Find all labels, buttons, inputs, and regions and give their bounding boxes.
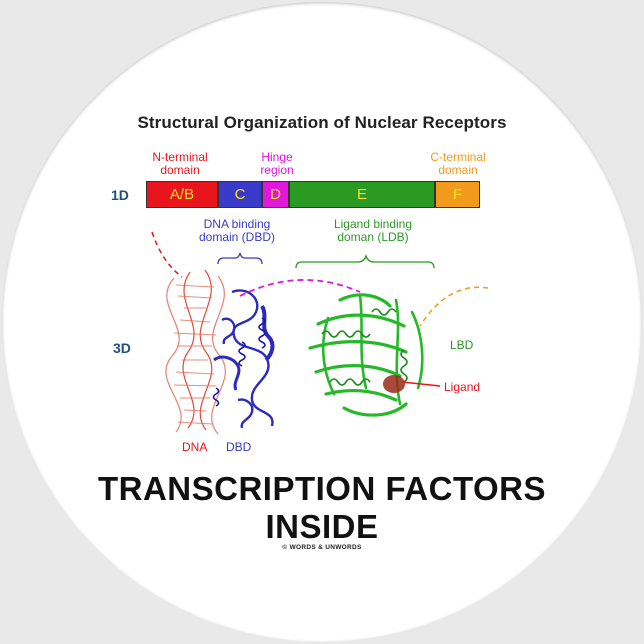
n-terminal-dashed-link (151, 231, 183, 278)
n-terminal-label-line-1: N-terminal (152, 150, 208, 164)
dbd-helix-coils (212, 317, 266, 407)
copyright-notice: © WORDS & UNWORDS (282, 544, 362, 551)
n-terminal-label-line-2: domain (160, 163, 200, 177)
c-terminal-label: C-terminal domain (420, 151, 496, 177)
dbd-bracket-label-line-2: domain (DBD) (198, 230, 276, 244)
domain-ab-label: A/B (169, 186, 195, 203)
hinge-region-label-line-1: Hinge (261, 150, 293, 164)
dbd-bracket-label: DNA binding domain (DBD) (186, 218, 288, 244)
domain-c-label: C (234, 186, 246, 203)
ligand-label: Ligand (444, 380, 481, 394)
dbd-bracket (217, 252, 263, 265)
domain-d: D (262, 181, 289, 208)
c-terminal-dashed-link (419, 286, 489, 327)
dna-helix (165, 269, 226, 435)
domain-f-label: F (452, 186, 463, 203)
ldb-bracket-label: Ligand binding doman (LDB) (318, 218, 428, 244)
lbd-label: LBD (450, 338, 474, 352)
lbd-protein (308, 293, 424, 417)
dbd-protein (213, 289, 275, 429)
figure-title: Structural Organization of Nuclear Recep… (137, 113, 507, 132)
ligand-pointer (401, 381, 441, 387)
ldb-bracket (295, 253, 435, 269)
hinge-region-label: Hinge region (252, 151, 302, 177)
dbd-bracket-label-line-1: DNA binding (203, 217, 271, 231)
domain-ab: A/B (146, 181, 218, 208)
row-label-1d: 1D (111, 187, 129, 203)
dna-base-pairs (173, 284, 217, 425)
headline-line-2: INSIDE (265, 508, 379, 545)
hinge-dashed-link (239, 279, 361, 297)
c-terminal-label-line-2: domain (438, 163, 478, 177)
n-terminal-label: N-terminal domain (146, 151, 214, 177)
dbd-label: DBD (226, 440, 252, 454)
c-terminal-label-line-1: C-terminal (430, 150, 486, 164)
domain-e: E (289, 181, 435, 208)
dna-label: DNA (182, 440, 208, 454)
domain-e-label: E (356, 186, 367, 203)
domain-f: F (435, 181, 480, 208)
domain-c: C (218, 181, 262, 208)
ligand-site (383, 375, 405, 393)
hinge-region-label-line-2: region (260, 163, 294, 177)
ldb-bracket-label-line-2: doman (LDB) (337, 230, 409, 244)
ldb-bracket-label-line-1: Ligand binding (333, 217, 413, 231)
domain-d-label: D (270, 186, 281, 203)
headline-line-1: TRANSCRIPTION FACTORS (97, 470, 547, 507)
row-label-3d: 3D (113, 340, 131, 356)
lbd-helix-coils (321, 308, 408, 386)
